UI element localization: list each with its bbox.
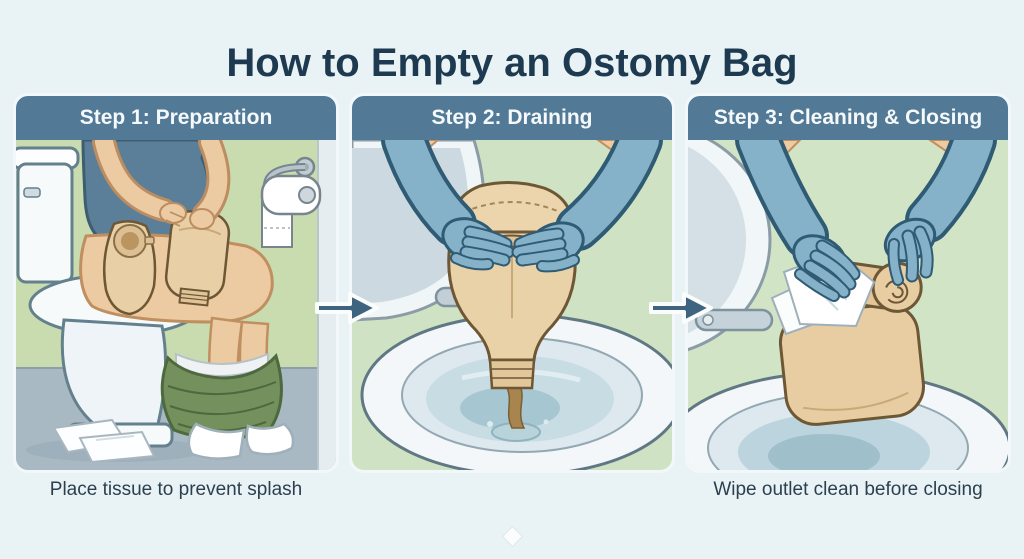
page-title: How to Empty an Ostomy Bag	[226, 40, 798, 85]
pants-at-ankles	[160, 353, 283, 440]
step-1-scene	[16, 140, 336, 470]
seat-hinge	[694, 308, 774, 332]
roll-spiral	[885, 279, 909, 304]
hand	[189, 208, 215, 230]
left-glove	[735, 140, 861, 302]
sparkle-icon	[501, 525, 524, 548]
step-3-illustration	[688, 140, 1008, 470]
sock	[245, 422, 295, 456]
bag-outlet	[178, 287, 210, 307]
step-1-caption: Place tissue to prevent splash	[49, 479, 303, 500]
bag-outlet	[488, 358, 536, 390]
step-1-header: Step 1: Preparation	[16, 96, 336, 140]
step-2-illustration	[352, 140, 672, 470]
floor-tissues	[52, 418, 156, 464]
flush-handle	[23, 187, 41, 198]
ostomy-bag-attached	[102, 220, 157, 316]
right-glove	[883, 140, 997, 286]
right-arrow-icon	[314, 291, 380, 325]
panel-step-2: Step 2: Draining	[352, 96, 672, 470]
right-glove	[511, 140, 663, 273]
step-2-scene	[352, 140, 672, 470]
sock	[187, 422, 246, 460]
step-3-header: Step 3: Cleaning & Closing	[688, 96, 1008, 140]
right-arrow-icon	[648, 291, 714, 325]
step-2-header: Step 2: Draining	[352, 96, 672, 140]
toilet-lid	[688, 140, 774, 352]
panel-step-1: Step 1: Preparation	[16, 96, 336, 470]
step-1-illustration	[16, 140, 336, 470]
arms	[92, 140, 231, 230]
step-3-caption: Wipe outlet clean before closing	[713, 479, 983, 500]
toilet-tank	[16, 162, 74, 284]
step-3-scene	[688, 140, 1008, 470]
left-glove	[381, 140, 515, 271]
panel-step-3: Step 3: Cleaning & Closing	[688, 96, 1008, 470]
drain-stream	[487, 385, 549, 442]
toilet-paper-roll	[260, 156, 322, 248]
